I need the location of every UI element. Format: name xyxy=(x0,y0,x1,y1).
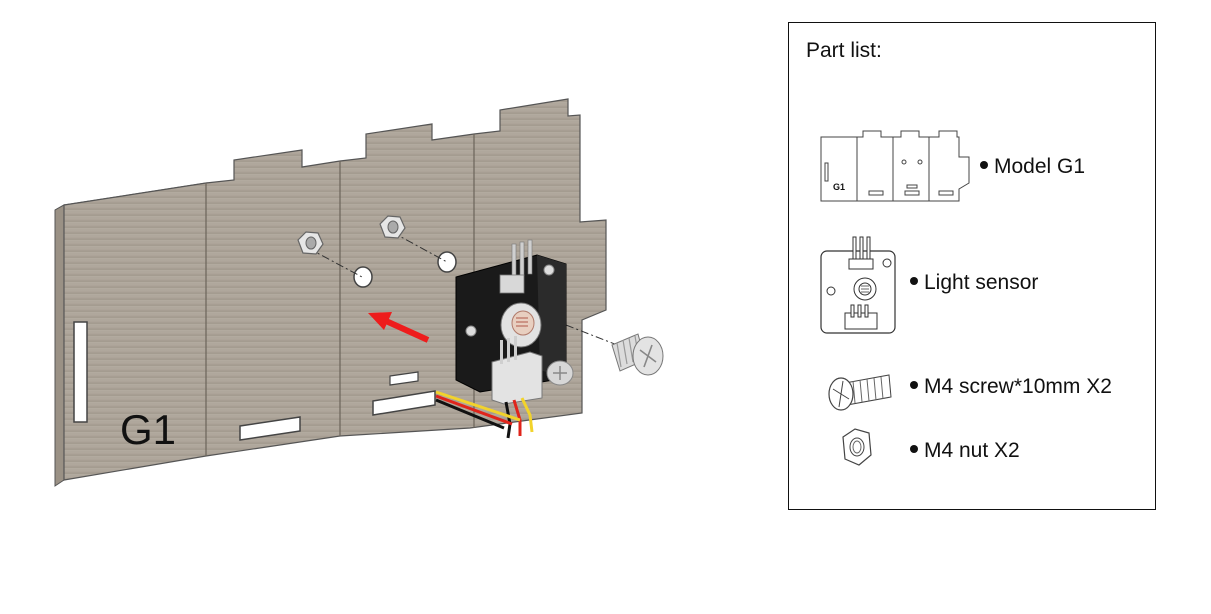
light-sensor-icon xyxy=(820,236,896,334)
parts-list-panel: Part list: G1 Model G1 xyxy=(788,22,1156,510)
bullet-icon xyxy=(910,277,918,286)
direction-arrow xyxy=(368,312,430,343)
screw-hole xyxy=(353,266,373,288)
model-thumb-label: G1 xyxy=(833,182,845,192)
vertical-slot xyxy=(73,321,88,423)
bullet-icon xyxy=(910,445,918,454)
board-label: G1 xyxy=(120,406,176,453)
parts-list-title: Part list: xyxy=(806,39,882,62)
sensor-wires xyxy=(435,390,534,439)
slot xyxy=(239,416,301,441)
m4-nut xyxy=(297,231,324,255)
m4-nut xyxy=(379,215,406,239)
model-g1-icon: G1 xyxy=(820,130,970,202)
screw-hole xyxy=(437,251,457,273)
assembly-diagram: G1 xyxy=(54,98,664,487)
part-label-model-g1: Model G1 xyxy=(980,155,1085,179)
m4-screw-icon xyxy=(828,374,892,411)
slot xyxy=(372,390,436,416)
bullet-icon xyxy=(910,381,918,390)
part-label-m4-nut: M4 nut X2 xyxy=(910,439,1020,463)
m4-screw xyxy=(611,333,664,376)
m4-nut-icon xyxy=(842,428,872,466)
alignment-lines xyxy=(307,231,631,351)
part-label-m4-screw: M4 screw*10mm X2 xyxy=(910,375,1112,399)
bullet-icon xyxy=(980,161,988,170)
light-sensor-module xyxy=(455,239,574,405)
slot xyxy=(389,371,419,386)
part-label-light-sensor: Light sensor xyxy=(910,271,1038,295)
